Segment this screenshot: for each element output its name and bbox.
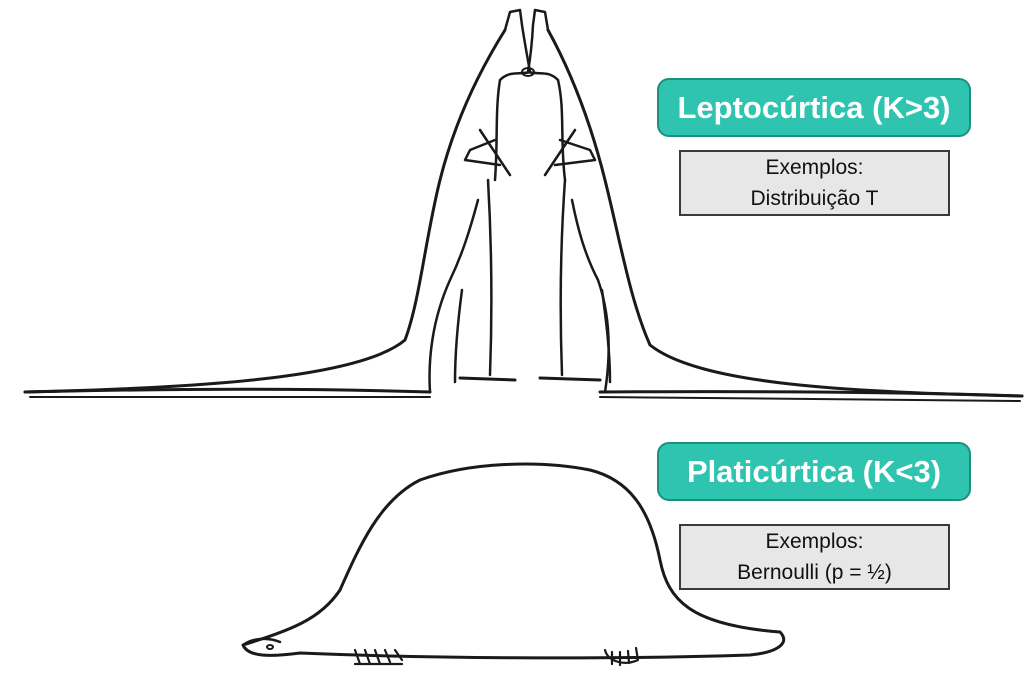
leptokurtic-title-text: Leptocúrtica (K>3) <box>677 89 951 125</box>
kangaroos-icon <box>23 8 1024 402</box>
platykurtic-examples-value: Bernoulli (p = ½) <box>737 561 892 584</box>
leptokurtic-title: Leptocúrtica (K>3) <box>657 78 971 137</box>
platykurtic-title-text: Platicúrtica (K<3) <box>686 453 942 489</box>
platykurtic-body <box>241 462 786 660</box>
platypus-icon <box>241 462 786 667</box>
leptokurtic-examples-box: Exemplos: Distribuição T <box>679 150 950 216</box>
platykurtic-examples-box: Exemplos: Bernoulli (p = ½) <box>679 524 950 590</box>
platykurtic-title: Platicúrtica (K<3) <box>657 442 971 501</box>
leptokurtic-examples-value: Distribuição T <box>750 187 879 210</box>
platykurtic-examples-label: Exemplos: <box>765 530 864 553</box>
leptokurtic-examples-label: Exemplos: <box>765 156 864 179</box>
